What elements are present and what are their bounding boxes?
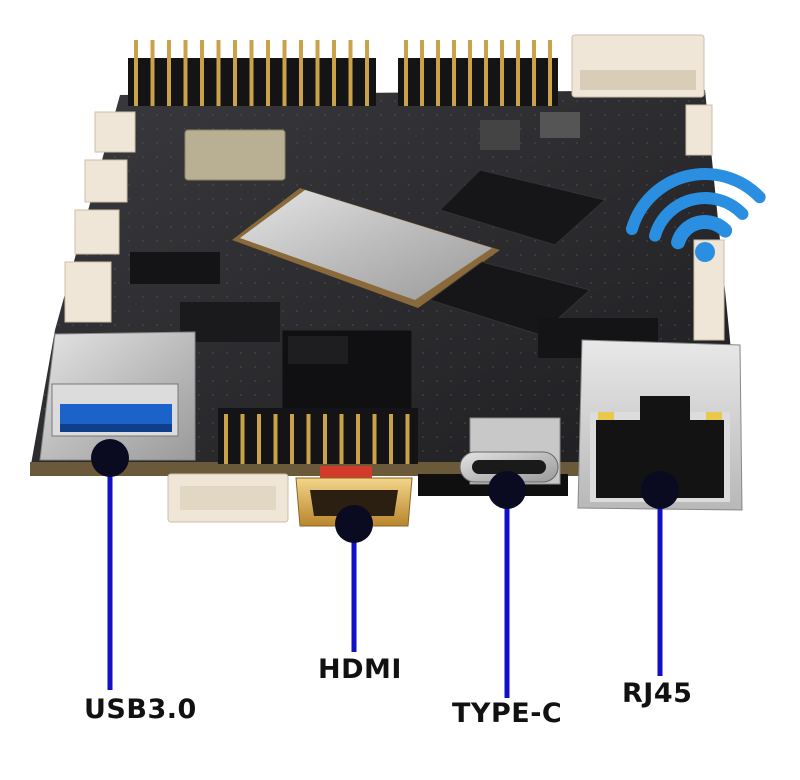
ram-chip-1 <box>439 169 607 246</box>
label-hdmi: HDMI <box>318 654 402 685</box>
callout-usb <box>91 439 129 690</box>
display-connector <box>281 329 413 411</box>
wifi-icon <box>625 168 766 262</box>
rj45-port <box>577 339 743 511</box>
label-type-c: TYPE-C <box>452 698 563 729</box>
label-usb3: USB3.0 <box>84 694 197 725</box>
jst-connector-bottom <box>167 473 289 523</box>
callout-typec <box>488 471 526 698</box>
type-c-port <box>459 417 561 485</box>
callout-rj45 <box>641 471 679 676</box>
wifi-module <box>184 129 286 181</box>
lower-header <box>218 408 418 464</box>
gpio-header-left <box>128 40 376 106</box>
jst-connectors-left <box>64 111 136 323</box>
gpio-header-right <box>398 40 558 106</box>
hdmi-port <box>295 466 413 527</box>
callout-hdmi <box>335 505 373 652</box>
label-rj45: RJ45 <box>622 678 693 709</box>
usb3-port <box>39 331 196 461</box>
soc-chip <box>232 188 500 308</box>
jst-connector-top <box>571 34 705 98</box>
